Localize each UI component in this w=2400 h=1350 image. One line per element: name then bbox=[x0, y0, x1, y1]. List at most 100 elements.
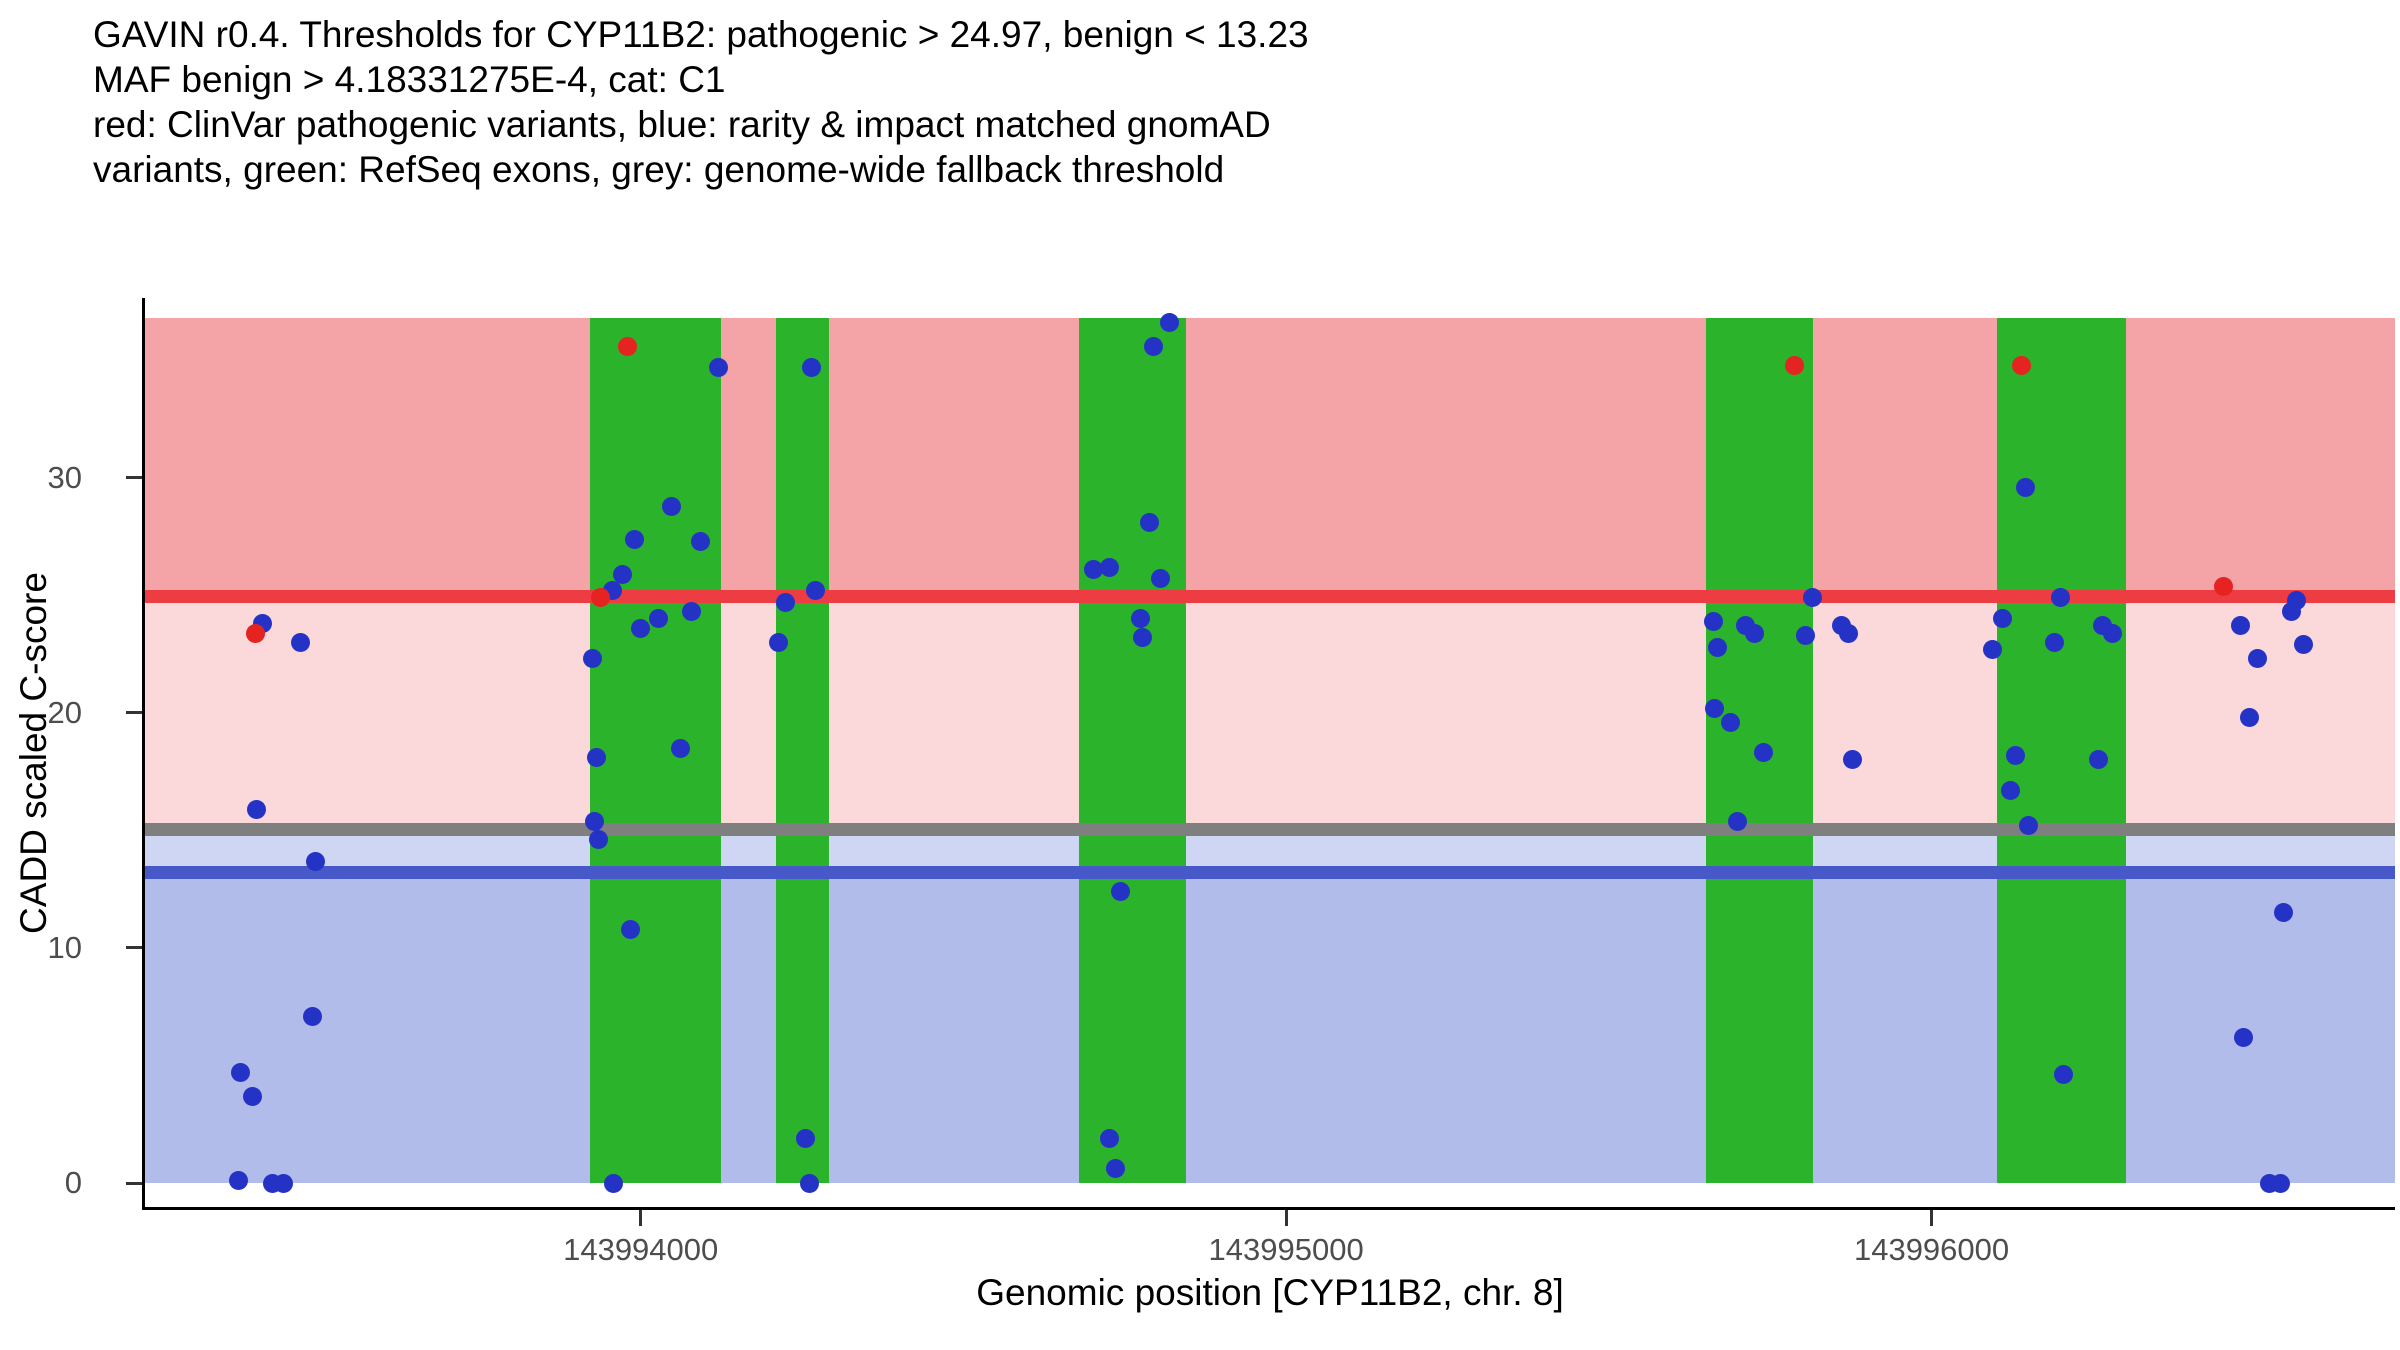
gnomad-variant-point bbox=[2234, 1027, 2254, 1047]
y-axis-title-text: CADD scaled C-score bbox=[13, 572, 54, 934]
gnomad-variant-point bbox=[2000, 781, 2020, 801]
gnomad-variant-point bbox=[2005, 745, 2025, 765]
gnomad-variant-point bbox=[2274, 903, 2294, 923]
chart-title-line-1: GAVIN r0.4. Thresholds for CYP11B2: path… bbox=[93, 14, 1309, 55]
gnomad-variant-point bbox=[806, 581, 826, 601]
gnomad-variant-point bbox=[2054, 1065, 2074, 1085]
gnomad-variant-point bbox=[303, 1006, 323, 1026]
gnomad-variant-point bbox=[2018, 816, 2038, 836]
gnomad-variant-point bbox=[1106, 1159, 1126, 1179]
gnomad-variant-point bbox=[631, 618, 651, 638]
gnomad-variant-point bbox=[2044, 632, 2064, 652]
gnomad-variant-point bbox=[625, 529, 645, 549]
gnomad-variant-point bbox=[585, 811, 605, 831]
gnomad-variant-point bbox=[231, 1063, 251, 1083]
gnomad-variant-point bbox=[620, 919, 640, 939]
gnomad-variant-point bbox=[709, 357, 729, 377]
gnomad-variant-point bbox=[1728, 811, 1748, 831]
gnomad-variant-point bbox=[2287, 590, 2307, 610]
gnomad-variant-point bbox=[801, 357, 821, 377]
gnomad-variant-point bbox=[671, 738, 691, 758]
y-axis-line bbox=[142, 298, 145, 1210]
gnomad-variant-point bbox=[1796, 625, 1816, 645]
y-tick-label: 20 bbox=[47, 694, 82, 730]
chart-title-line-2: MAF benign > 4.18331275E-4, cat: C1 bbox=[93, 59, 726, 100]
gnomad-variant-point bbox=[796, 1128, 816, 1148]
x-tick-label: 143995000 bbox=[1208, 1232, 1364, 1267]
gnomad-variant-point bbox=[587, 748, 607, 768]
x-tick-label: 143994000 bbox=[563, 1232, 719, 1267]
gnomad-variant-point bbox=[1744, 623, 1764, 643]
gnomad-variant-point bbox=[604, 1173, 624, 1193]
gnomad-variant-point bbox=[776, 592, 796, 612]
gnomad-variant-point bbox=[1993, 609, 2013, 629]
clinvar-variant-point bbox=[618, 336, 638, 356]
exon-band bbox=[1078, 318, 1187, 1184]
pathogenic-threshold-line bbox=[145, 589, 2395, 603]
y-tick-mark bbox=[126, 1181, 142, 1185]
clinvar-variant-point bbox=[2214, 576, 2234, 596]
gnomad-variant-point bbox=[1083, 560, 1103, 580]
gnomad-variant-point bbox=[2051, 588, 2071, 608]
gnomad-variant-point bbox=[2240, 708, 2260, 728]
gnomad-variant-point bbox=[681, 602, 701, 622]
gnomad-variant-point bbox=[691, 531, 711, 551]
gnomad-variant-point bbox=[305, 851, 325, 871]
gnomad-variant-point bbox=[1159, 313, 1179, 333]
clinvar-variant-point bbox=[245, 623, 265, 643]
gnomad-variant-point bbox=[1754, 743, 1774, 763]
gnomad-variant-point bbox=[1099, 1128, 1119, 1148]
gnomad-variant-point bbox=[2294, 635, 2314, 655]
exon-band bbox=[590, 318, 721, 1184]
y-tick-label: 0 bbox=[64, 1165, 82, 1201]
benign-threshold-line bbox=[145, 865, 2395, 879]
gnomad-variant-point bbox=[1802, 588, 1822, 608]
gnomad-variant-point bbox=[613, 564, 633, 584]
gnomad-variant-point bbox=[769, 632, 789, 652]
chart-title-line-4: variants, green: RefSeq exons, grey: gen… bbox=[93, 149, 1225, 190]
gnomad-variant-point bbox=[583, 649, 603, 669]
gnomad-variant-point bbox=[247, 799, 267, 819]
gnomad-variant-point bbox=[242, 1086, 262, 1106]
x-axis-title: Genomic position [CYP11B2, chr. 8] bbox=[976, 1272, 1564, 1313]
gnomad-variant-point bbox=[1151, 569, 1171, 589]
chart-title: GAVIN r0.4. Thresholds for CYP11B2: path… bbox=[93, 12, 1309, 192]
x-tick-label: 143996000 bbox=[1853, 1232, 2010, 1267]
y-tick-mark bbox=[126, 476, 142, 480]
gnomad-variant-point bbox=[1139, 513, 1159, 533]
gnomad-variant-point bbox=[2248, 649, 2268, 669]
gnomad-variant-point bbox=[2088, 750, 2108, 770]
gnomad-variant-point bbox=[1720, 712, 1740, 732]
y-tick-mark bbox=[126, 711, 142, 715]
gnomad-variant-point bbox=[1705, 698, 1725, 718]
gnomad-variant-point bbox=[1839, 623, 1859, 643]
gnomad-variant-point bbox=[1111, 882, 1131, 902]
gnomad-variant-point bbox=[2230, 616, 2250, 636]
gnomad-variant-point bbox=[1703, 611, 1723, 631]
x-axis-line bbox=[142, 1207, 2395, 1210]
plot-panel bbox=[145, 300, 2395, 1207]
gnomad-variant-point bbox=[2102, 623, 2122, 643]
gnomad-variant-point bbox=[589, 830, 609, 850]
x-axis: 143994000 143995000 143996000 bbox=[145, 1210, 2395, 1280]
gnomad-variant-point bbox=[661, 496, 681, 516]
gnomad-variant-point bbox=[649, 609, 669, 629]
gnomad-variant-point bbox=[799, 1173, 819, 1193]
x-tick-mark bbox=[639, 1210, 643, 1226]
gnomad-variant-point bbox=[1707, 637, 1727, 657]
gnomad-variant-point bbox=[1133, 628, 1153, 648]
x-tick-mark bbox=[1284, 1210, 1288, 1226]
gnomad-variant-point bbox=[274, 1173, 294, 1193]
gnomad-variant-point bbox=[2015, 477, 2035, 497]
clinvar-variant-point bbox=[591, 588, 611, 608]
y-tick-label: 30 bbox=[47, 459, 82, 495]
gnomad-variant-point bbox=[1983, 639, 2003, 659]
exon-band bbox=[775, 318, 829, 1184]
gnomad-variant-point bbox=[1843, 750, 1863, 770]
gnomad-variant-point bbox=[229, 1171, 249, 1191]
clinvar-variant-point bbox=[2012, 355, 2032, 375]
fallback-threshold-line bbox=[145, 823, 2395, 837]
y-tick-mark bbox=[126, 946, 142, 950]
